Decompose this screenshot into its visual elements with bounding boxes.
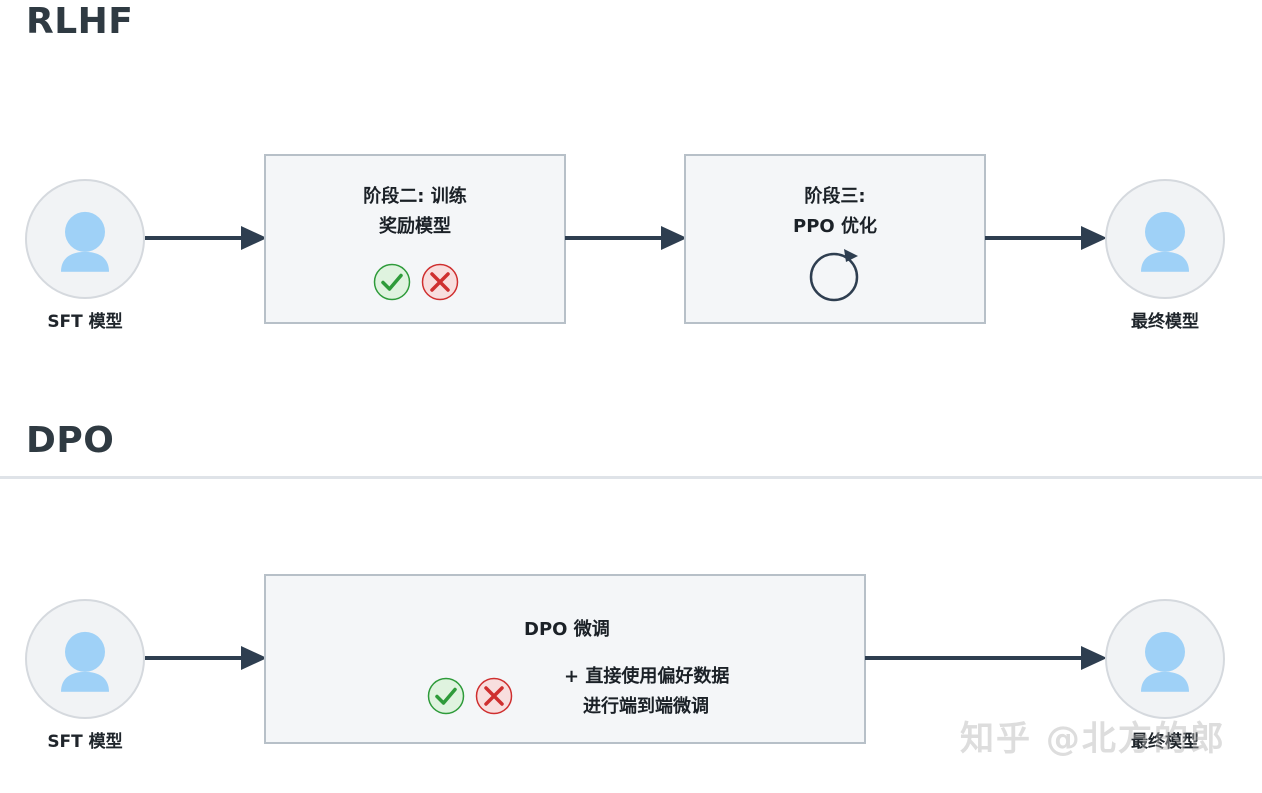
rlhf-stage-three-line2: PPO 优化 bbox=[793, 216, 877, 237]
dpo-note-line2: 进行端到端微调 bbox=[583, 696, 709, 717]
cycle-icon bbox=[809, 249, 859, 302]
rlhf-arrow-2 bbox=[565, 226, 687, 250]
dpo-sft-node bbox=[25, 599, 145, 719]
watermark: 知乎 @北方的郎 bbox=[960, 719, 1226, 759]
dpo-title: DPO bbox=[26, 420, 115, 461]
dpo-final-label: 最终模型 bbox=[1131, 732, 1199, 752]
dpo-note-line1: + 直接使用偏好数据 bbox=[564, 666, 730, 687]
rlhf-sft-label: SFT 模型 bbox=[47, 312, 123, 332]
user-icon bbox=[61, 631, 109, 692]
user-icon bbox=[61, 211, 109, 272]
dpo-stage-title: DPO 微调 bbox=[524, 619, 610, 640]
rlhf-final-label: 最终模型 bbox=[1131, 312, 1199, 332]
cross-icon bbox=[475, 677, 513, 715]
dpo-arrow-2 bbox=[865, 646, 1107, 670]
rlhf-stage-three-box: 阶段三: PPO 优化 bbox=[684, 154, 986, 324]
rlhf-sft-node bbox=[25, 179, 145, 299]
dpo-stage-box: DPO 微调 + 直接使用偏好数据 进行端到端微调 bbox=[264, 574, 866, 744]
rlhf-stage-three-line1: 阶段三: bbox=[804, 186, 866, 207]
dpo-final-node bbox=[1105, 599, 1225, 719]
dpo-arrow-1 bbox=[145, 646, 267, 670]
dpo-sft-label: SFT 模型 bbox=[47, 732, 123, 752]
user-icon bbox=[1141, 631, 1189, 692]
check-icon bbox=[373, 263, 411, 301]
user-icon bbox=[1141, 211, 1189, 272]
rlhf-stage-two-line1: 阶段二: 训练 bbox=[363, 186, 467, 207]
check-icon bbox=[427, 677, 465, 715]
rlhf-arrow-3 bbox=[985, 226, 1107, 250]
cross-icon bbox=[421, 263, 459, 301]
section-divider bbox=[0, 476, 1262, 479]
rlhf-arrow-1 bbox=[145, 226, 267, 250]
rlhf-title: RLHF bbox=[26, 1, 134, 42]
rlhf-stage-two-box: 阶段二: 训练 奖励模型 bbox=[264, 154, 566, 324]
rlhf-final-node bbox=[1105, 179, 1225, 299]
rlhf-stage-two-line2: 奖励模型 bbox=[379, 216, 451, 237]
